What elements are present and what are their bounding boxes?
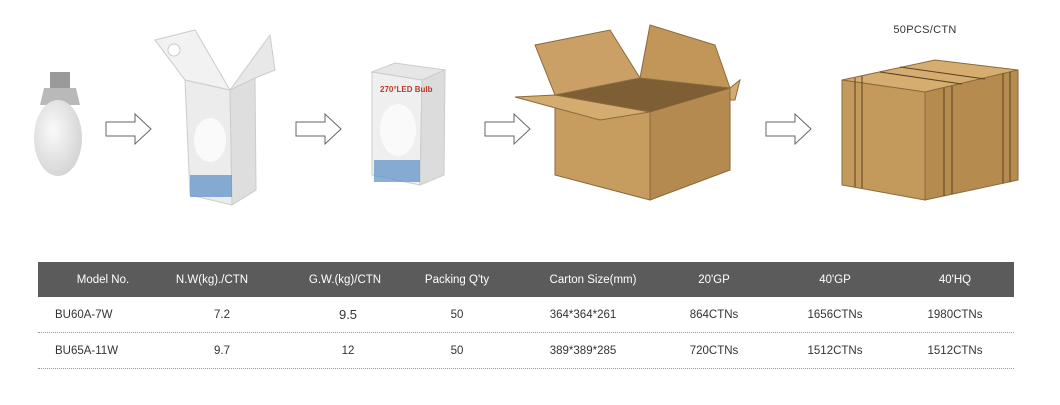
cell-20gp: 864CTNs — [689, 308, 739, 321]
header-40gp: 40'GP — [819, 273, 851, 286]
arrow-icon — [484, 112, 531, 146]
header-model: Model No. — [76, 273, 130, 286]
header-gross-weight: G.W.(kg)/CTN — [308, 273, 382, 286]
cell-net-weight: 9.7 — [214, 344, 230, 357]
cell-carton-size: 364*364*261 — [549, 308, 617, 321]
header-packing-qty: Packing Q'ty — [424, 273, 490, 286]
cell-gross-weight: 9.5 — [338, 307, 358, 322]
cell-40hq: 1980CTNs — [927, 308, 983, 321]
cell-carton-size: 389*389*285 — [549, 344, 617, 357]
table-row: BU60A-7W 7.2 9.5 50 364*364*261 864CTNs … — [38, 297, 1014, 333]
cell-model: BU60A-7W — [55, 308, 113, 321]
table-row: BU65A-11W 9.7 12 50 389*389*285 720CTNs … — [38, 333, 1014, 369]
sealed-carton-image — [841, 59, 1019, 201]
cell-model: BU65A-11W — [55, 344, 119, 357]
cell-net-weight: 7.2 — [214, 308, 230, 321]
open-carton-image — [514, 24, 741, 201]
arrow-icon — [295, 112, 342, 146]
carton-quantity-label: 50PCS/CTN — [893, 24, 957, 36]
cell-40hq: 1512CTNs — [927, 344, 983, 357]
table-header: Model No. N.W(kg)./CTN G.W.(kg)/CTN Pack… — [38, 262, 1014, 297]
arrow-icon — [105, 112, 152, 146]
closed-gift-box-image: 270°LED Bulb — [370, 62, 447, 186]
header-net-weight: N.W(kg)./CTN — [175, 273, 249, 286]
packing-process-illustration: 270°LED Bulb — [34, 24, 1019, 206]
led-bulb-image — [34, 72, 82, 176]
cell-40gp: 1656CTNs — [807, 308, 863, 321]
cell-40gp: 1512CTNs — [807, 344, 863, 357]
packing-table: Model No. N.W(kg)./CTN G.W.(kg)/CTN Pack… — [38, 262, 1014, 369]
header-20gp: 20'GP — [698, 273, 730, 286]
cell-20gp: 720CTNs — [689, 344, 739, 357]
cell-packing-qty: 50 — [450, 344, 464, 357]
cell-packing-qty: 50 — [450, 308, 464, 321]
box-print-text: 270°LED Bulb — [380, 85, 433, 94]
header-40hq: 40'HQ — [938, 273, 972, 286]
header-carton-size: Carton Size(mm) — [549, 273, 637, 286]
open-gift-box-image — [154, 29, 276, 206]
arrow-icon — [765, 112, 812, 146]
cell-gross-weight: 12 — [341, 344, 355, 357]
